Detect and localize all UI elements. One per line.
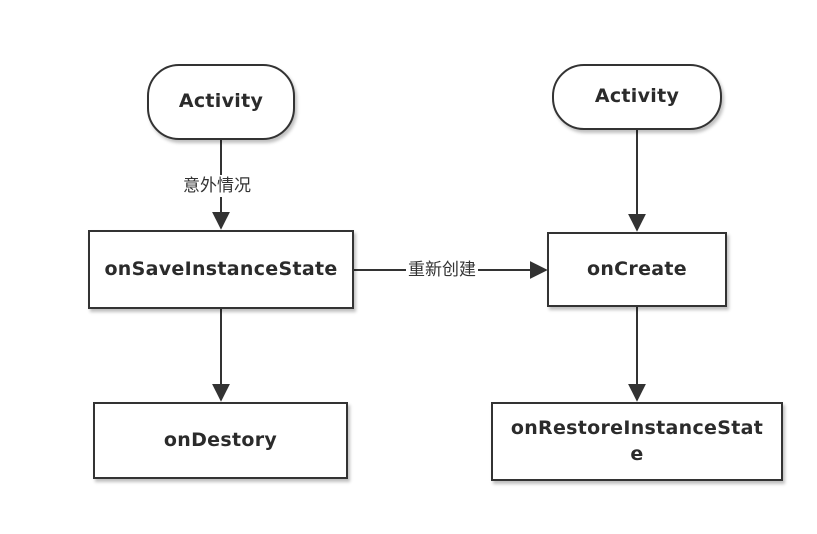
onrestoreinstancestate-node: onRestoreInstanceState: [491, 402, 783, 481]
onsaveinstancestate-node: onSaveInstanceState: [88, 230, 354, 309]
activity-start-node-left: Activity: [147, 64, 295, 140]
ondestory-node: onDestory: [93, 402, 348, 479]
activity-start-node-right-label: Activity: [594, 85, 680, 108]
activity-start-node-right: Activity: [552, 64, 722, 130]
onrestoreinstancestate-node-label: onRestoreInstanceState: [510, 416, 764, 465]
ondestory-node-label: onDestory: [163, 428, 278, 451]
activity-start-node-left-label: Activity: [178, 90, 264, 113]
edge-label-recreate: 重新创建: [406, 259, 478, 281]
onsaveinstancestate-node-label: onSaveInstanceState: [104, 257, 338, 280]
oncreate-node: onCreate: [547, 232, 727, 307]
edge-label-unexpected-case: 意外情况: [181, 175, 253, 197]
oncreate-node-label: onCreate: [587, 257, 687, 280]
